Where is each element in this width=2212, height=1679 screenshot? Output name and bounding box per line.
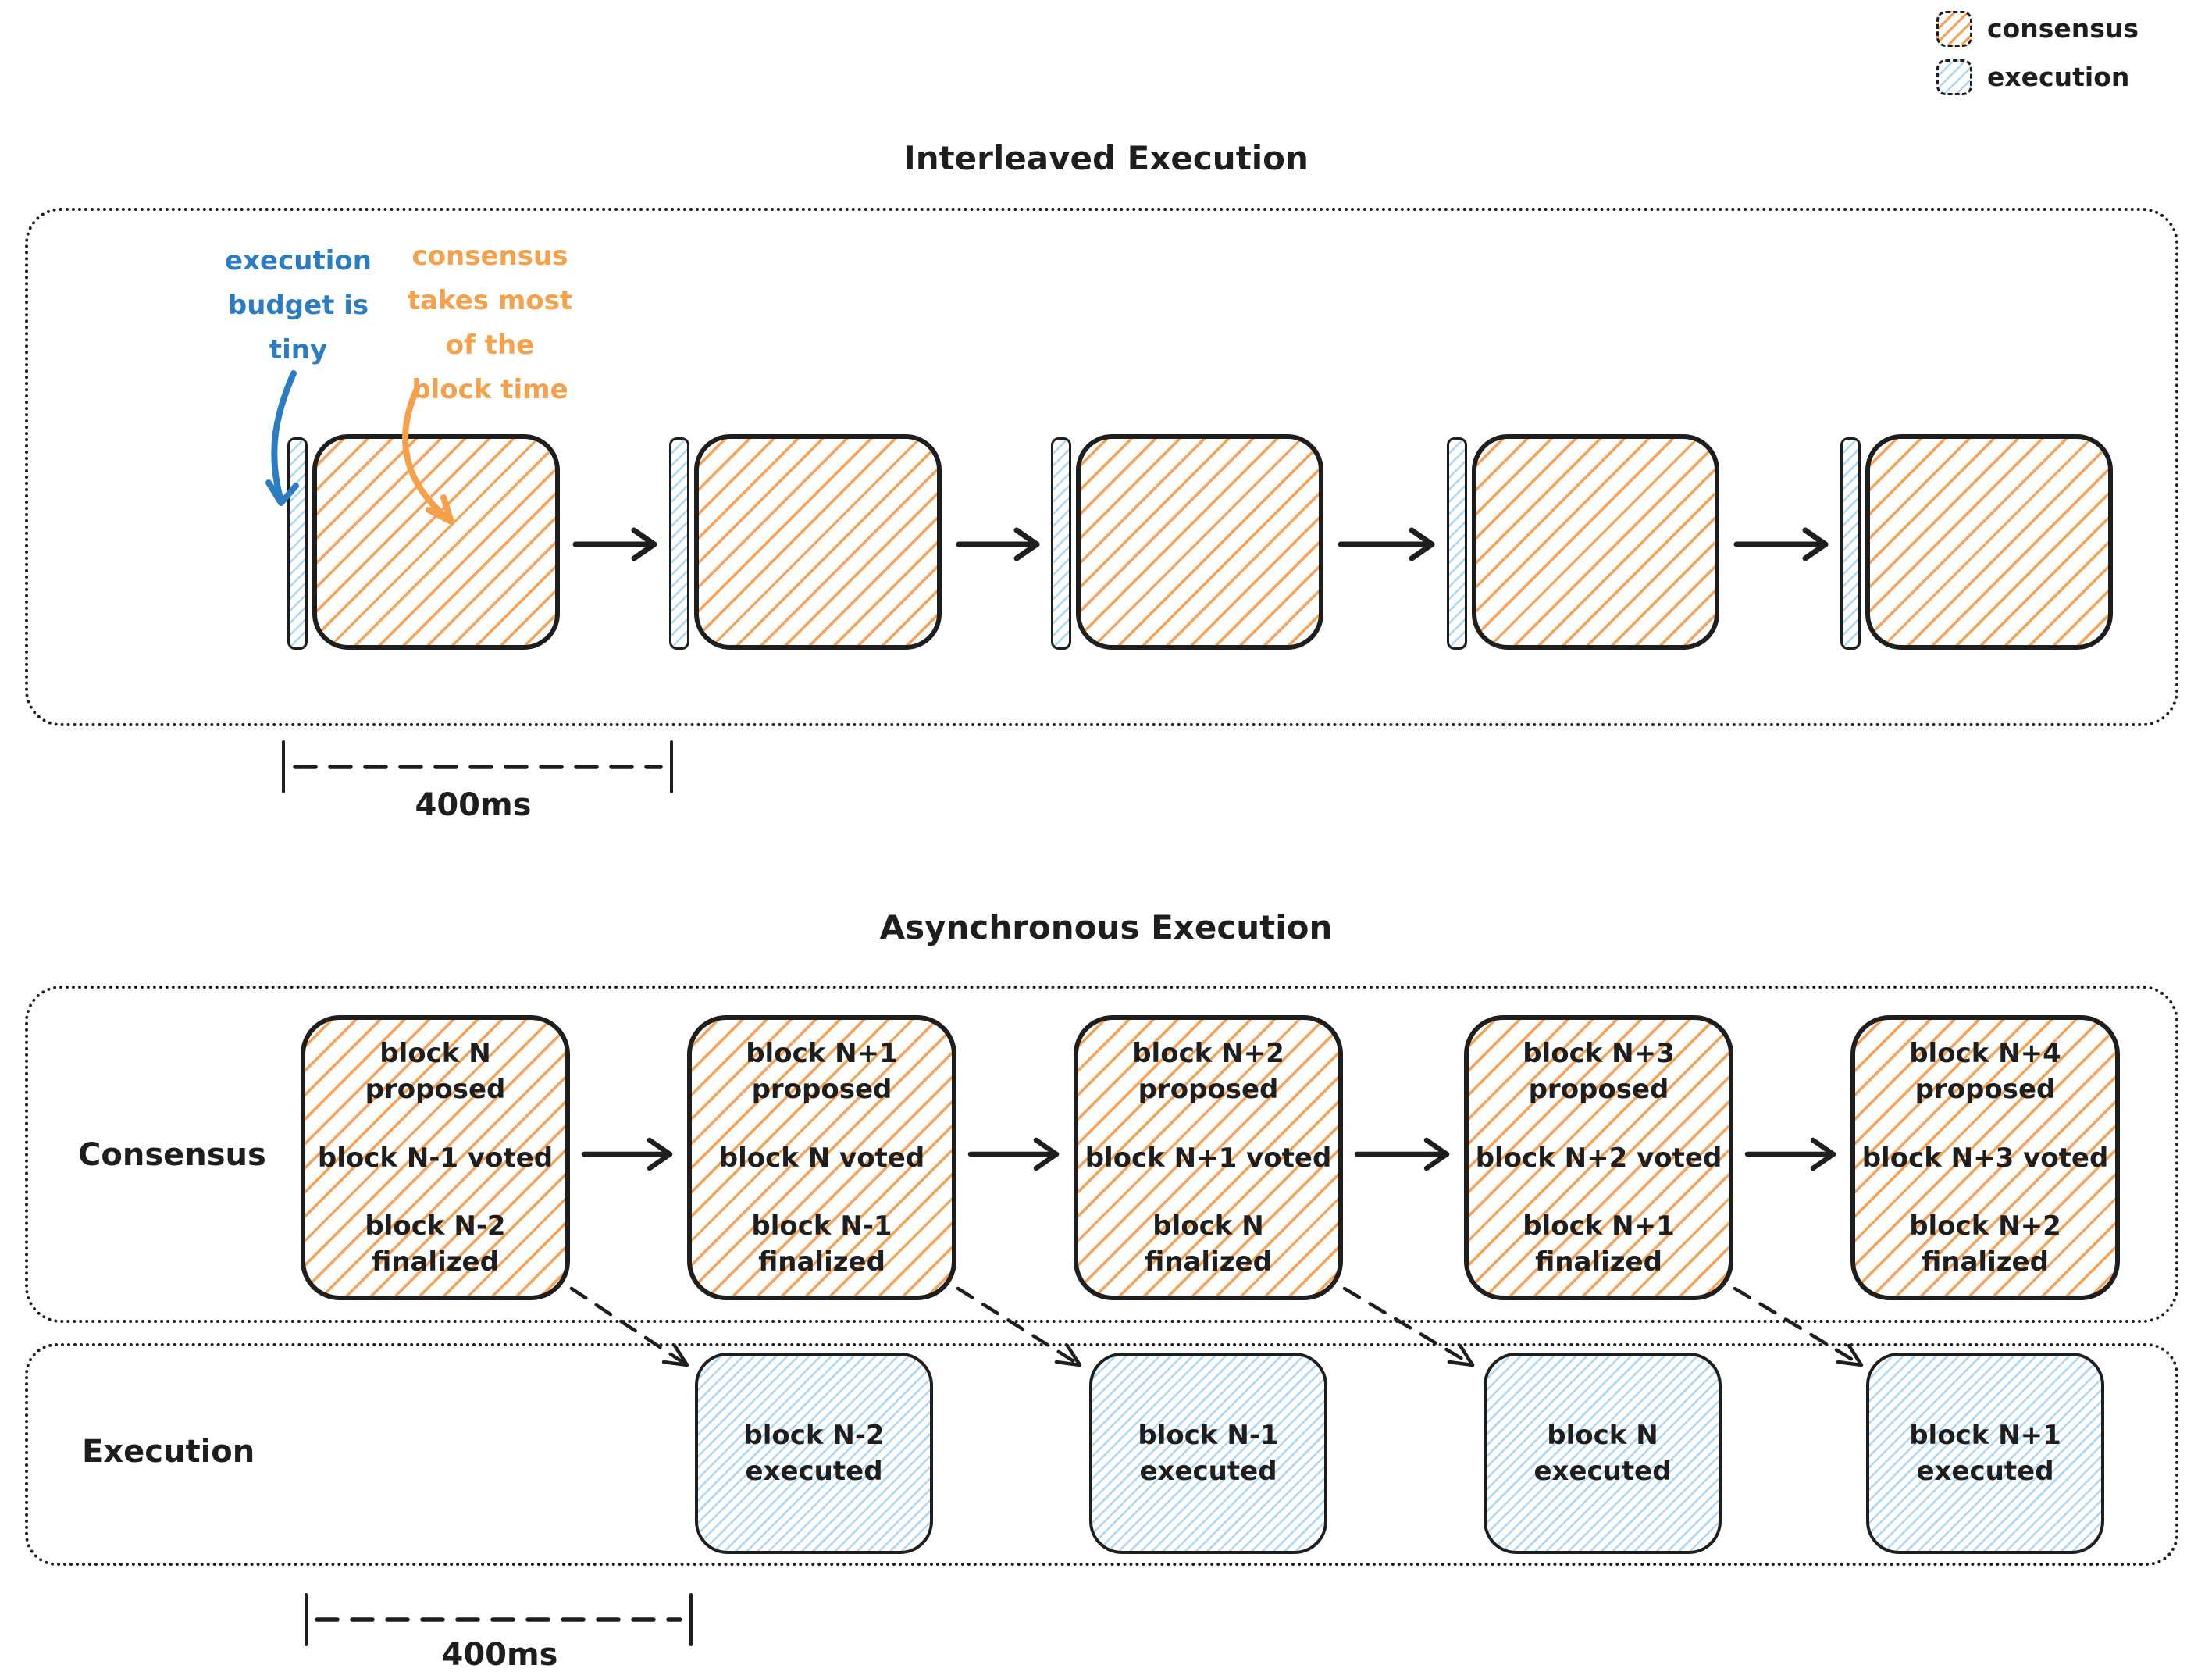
finalized-line: block N finalized (1145, 1210, 1272, 1278)
consensus-block-detailed: block N+4 proposed block N+3 voted block… (1850, 1015, 2120, 1300)
consensus-block (312, 434, 560, 650)
proposed-line: block N+1 proposed (746, 1038, 898, 1105)
proposed-line: block N+4 proposed (1909, 1038, 2061, 1105)
execution-block: block N-2 executed (695, 1353, 933, 1554)
execution-bar (1840, 437, 1861, 650)
legend-label-execution: execution (1987, 62, 2130, 92)
interleaved-ruler-label: 400ms (415, 787, 532, 823)
execution-block: block N executed (1484, 1353, 1722, 1554)
consensus-block-detailed: block N+2 proposed block N+1 voted block… (1074, 1015, 1343, 1300)
execution-block: block N+1 executed (1866, 1353, 2104, 1554)
execution-bar (287, 437, 308, 650)
legend-label-consensus: consensus (1987, 13, 2139, 44)
consensus-swatch-icon (1936, 11, 1972, 47)
finalized-line: block N-1 finalized (751, 1210, 892, 1278)
execution-swatch-icon (1936, 59, 1972, 95)
consensus-lane-container (25, 986, 2178, 1323)
voted-line: block N+2 voted (1475, 1142, 1722, 1174)
asynchronous-ruler-label: 400ms (441, 1637, 558, 1673)
proposed-line: block N+2 proposed (1132, 1038, 1284, 1105)
interleaved-title: Interleaved Execution (903, 139, 1309, 177)
annotation-consensus-time: consensus takes most of the block time (407, 241, 573, 405)
proposed-line: block N+3 proposed (1523, 1038, 1675, 1105)
execution-block: block N-1 executed (1089, 1353, 1327, 1554)
execution-lane-label: Execution (82, 1434, 255, 1470)
finalized-line: block N-2 finalized (365, 1210, 506, 1278)
executed-line: block N-1 executed (1138, 1420, 1279, 1487)
executed-line: block N+1 executed (1909, 1420, 2061, 1487)
finalized-line: block N+2 finalized (1909, 1210, 2061, 1278)
consensus-block-detailed: block N+3 proposed block N+2 voted block… (1464, 1015, 1733, 1300)
annotation-execution-budget: execution budget is tiny (225, 245, 372, 365)
consensus-block (1472, 434, 1719, 650)
voted-line: block N voted (718, 1142, 925, 1174)
voted-line: block N-1 voted (317, 1142, 554, 1174)
execution-bar (669, 437, 689, 650)
finalized-line: block N+1 finalized (1523, 1210, 1675, 1278)
consensus-block (1865, 434, 2113, 650)
executed-line: block N-2 executed (743, 1420, 885, 1487)
consensus-block-detailed: block N+1 proposed block N voted block N… (687, 1015, 956, 1300)
consensus-block (694, 434, 942, 650)
execution-bar (1051, 437, 1071, 650)
asynchronous-title: Asynchronous Execution (879, 908, 1333, 946)
executed-line: block N executed (1533, 1420, 1672, 1487)
consensus-lane-label: Consensus (78, 1137, 266, 1173)
consensus-block-detailed: block N proposed block N-1 voted block N… (301, 1015, 570, 1300)
execution-bar (1447, 437, 1467, 650)
execution-lane-container (25, 1343, 2178, 1566)
interleaved-container (25, 208, 2178, 726)
voted-line: block N+1 voted (1085, 1142, 1332, 1174)
interleaved-ruler (282, 740, 673, 793)
consensus-block (1076, 434, 1323, 650)
proposed-line: block N proposed (365, 1038, 506, 1105)
voted-line: block N+3 voted (1861, 1142, 2109, 1174)
